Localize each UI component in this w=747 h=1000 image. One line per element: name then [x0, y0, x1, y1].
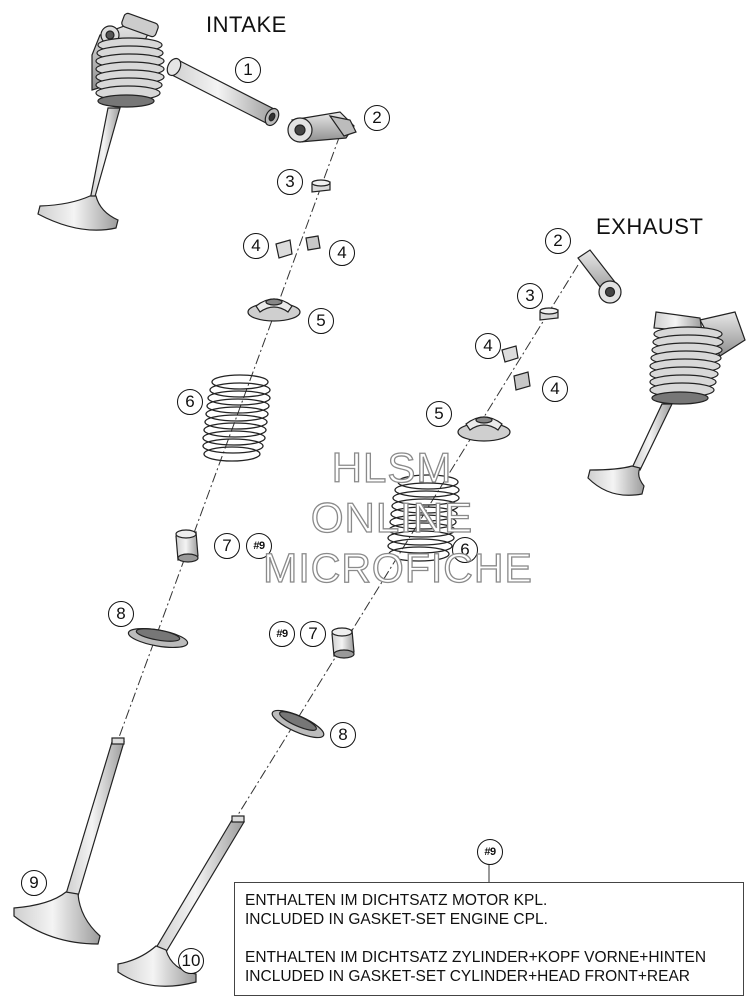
- callout-gasket-exhaust: #9: [269, 621, 295, 647]
- watermark-line3: MICROFICHE: [263, 544, 533, 591]
- callout-5-intake: 5: [308, 308, 334, 334]
- note-line2-en: INCLUDED IN GASKET-SET CYLINDER+HEAD FRO…: [245, 968, 690, 985]
- exhaust-valve-cap-3: [539, 307, 559, 321]
- intake-title: INTAKE: [206, 12, 287, 37]
- exhaust-spring-seat-8: [271, 709, 325, 739]
- intake-valve-spring-6: [202, 374, 271, 462]
- intake-rocker-arm-2: [287, 111, 357, 143]
- intake-valve-stem-seal-7: [175, 529, 199, 563]
- note-line1-de: ENTHALTEN IM DICHTSATZ MOTOR KPL.: [245, 892, 548, 909]
- callout-3-intake: 3: [277, 169, 303, 195]
- callout-4-intake-right: 4: [329, 240, 355, 266]
- callout-5-exhaust: 5: [426, 401, 452, 427]
- exhaust-valve-10: [117, 815, 245, 987]
- callout-7-exhaust: 7: [300, 621, 326, 647]
- intake-valve-keeper-right-4: [305, 235, 321, 251]
- callout-10: 10: [178, 948, 204, 974]
- watermark-line1: HLSM: [331, 443, 453, 491]
- exhaust-spring-retainer-5: [457, 416, 511, 442]
- exhaust-valve-keeper-right-4: [513, 371, 531, 391]
- exhaust-valve-stem-seal-7: [331, 627, 355, 659]
- callout-6-intake: 6: [177, 389, 203, 415]
- callout-2-intake: 2: [364, 105, 390, 131]
- intake-valve-cap-3: [311, 179, 331, 193]
- callout-8-exhaust: 8: [330, 722, 356, 748]
- callout-9: 9: [21, 870, 47, 896]
- intake-spring-retainer-5: [247, 298, 301, 322]
- callout-6-exhaust: 6: [452, 537, 478, 563]
- callout-4-exhaust-upper: 4: [475, 333, 501, 359]
- intake-spring-seat-8: [127, 627, 189, 649]
- exhaust-assembled-valve: [587, 311, 746, 496]
- note-line1-en: INCLUDED IN GASKET-SET ENGINE CPL.: [245, 911, 548, 928]
- exhaust-title: EXHAUST: [596, 214, 704, 239]
- exhaust-rocker-arm-2: [577, 249, 622, 304]
- callout-1: 1: [235, 57, 261, 83]
- intake-valve-9: [13, 737, 125, 945]
- callout-gasket-intake: #9: [246, 533, 272, 559]
- callout-8-intake: 8: [108, 601, 134, 627]
- watermark-line2: ONLINE: [310, 493, 474, 541]
- note-line2-de: ENTHALTEN IM DICHTSATZ ZYLINDER+KOPF VOR…: [245, 949, 707, 966]
- intake-valve-keeper-left-4: [275, 239, 293, 259]
- callout-2-exhaust: 2: [545, 228, 571, 254]
- exhaust-valve-keeper-left-4: [501, 345, 519, 363]
- callout-gasket-note: #9: [477, 839, 503, 865]
- callout-7-intake: 7: [214, 533, 240, 559]
- callout-4-exhaust-lower: 4: [542, 376, 568, 402]
- callout-4-intake-left: 4: [243, 233, 269, 259]
- gasket-set-note: ENTHALTEN IM DICHTSATZ MOTOR KPL. INCLUD…: [234, 882, 744, 996]
- callout-3-exhaust: 3: [517, 283, 543, 309]
- intake-assembled-valve: [37, 12, 165, 231]
- rocker-shaft-1: [166, 57, 280, 127]
